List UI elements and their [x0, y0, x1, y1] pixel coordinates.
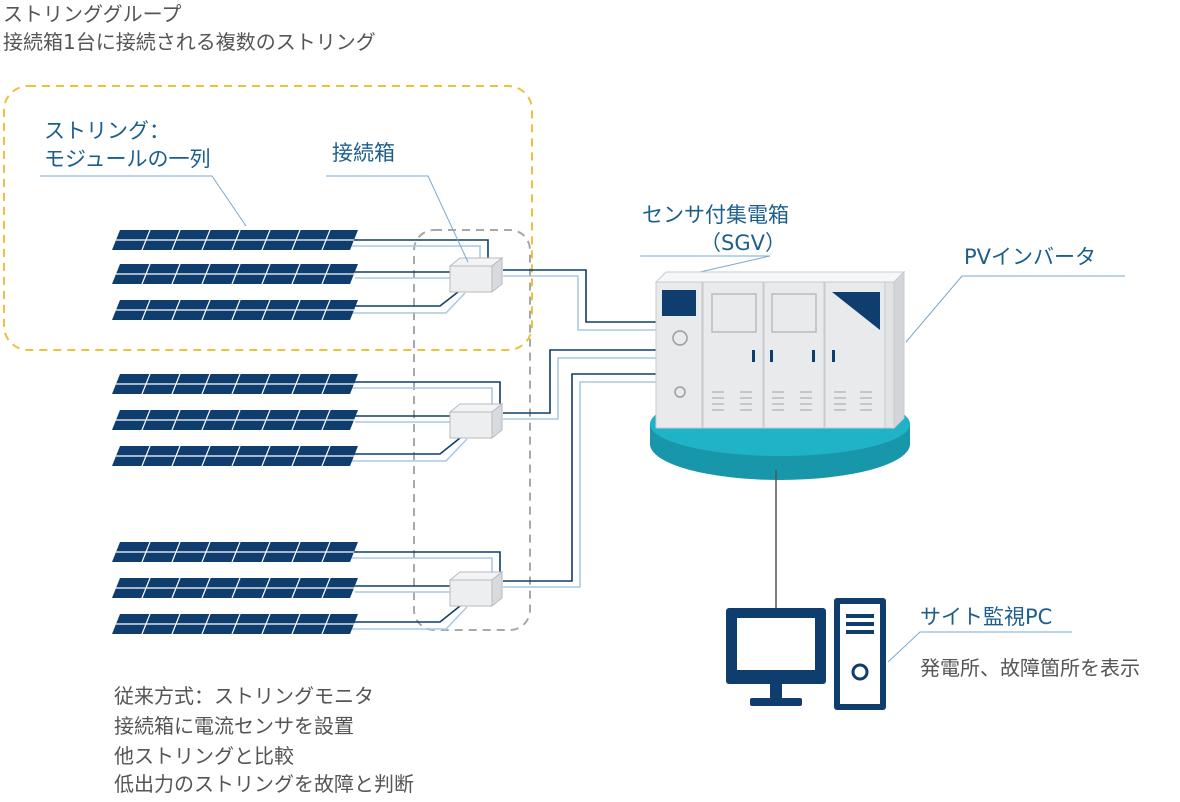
- site-monitor-description: 発電所、故障箇所を表示: [920, 656, 1140, 680]
- pc-tower-icon: [834, 598, 886, 710]
- solar-panel-string-group-3: [111, 541, 359, 635]
- sgv-label-line2: （SGV）: [700, 231, 786, 255]
- inverter-cabinet-3: [824, 281, 886, 429]
- solar-panel-string-group-1: [111, 229, 359, 321]
- junction-box-2: [449, 403, 503, 439]
- inverter-display: [832, 292, 880, 330]
- wire: [350, 437, 461, 455]
- sgv-label-line1: センサ付集電箱: [642, 203, 789, 227]
- wire: [350, 605, 461, 623]
- solar-panel-string: [111, 263, 359, 285]
- junction-box-3: [449, 571, 503, 607]
- solar-panel-string: [111, 541, 359, 563]
- solar-panel-string: [111, 229, 359, 251]
- wire: [350, 292, 466, 314]
- inverter-cabinet-1: [702, 281, 764, 429]
- junction-box-column-outline: [413, 229, 531, 631]
- trunk-wire: [503, 275, 656, 331]
- junction-box-label: 接続箱: [332, 141, 395, 165]
- site-monitor-pc: [726, 598, 886, 710]
- sgv-cabinet: [655, 281, 703, 429]
- leader-junction-box: [326, 175, 469, 263]
- site-monitor-label: サイト監視PC: [920, 605, 1053, 629]
- sgv-gauge: [672, 330, 688, 346]
- string-label-line2: モジュールの一列: [44, 147, 211, 171]
- leader-site-pc: [887, 631, 1072, 663]
- solar-panel-string: [111, 299, 359, 321]
- note-line: 従来方式：ストリングモニタ: [114, 684, 374, 708]
- wire: [350, 245, 481, 262]
- cabinet-assembly: [654, 270, 906, 430]
- diagram-subtitle: 接続箱1台に接続される複数のストリング: [3, 30, 376, 54]
- pv-inverter-label: PVインバータ: [964, 245, 1097, 269]
- note-line: 他ストリングと比較: [114, 744, 294, 768]
- wire: [350, 381, 501, 408]
- trunk-wire: [503, 357, 656, 420]
- string-group-outline: [3, 85, 533, 351]
- diagram-title: ストリンググループ: [3, 2, 182, 26]
- trunk-wire: [503, 373, 656, 582]
- string-label-line1: ストリング：: [44, 119, 170, 143]
- wire: [350, 438, 468, 462]
- solar-panel-string: [111, 613, 359, 635]
- leader-sgv: [640, 255, 771, 273]
- solar-panel-string-group-2: [111, 373, 359, 467]
- wire: [350, 551, 501, 578]
- trunk-wire: [503, 381, 656, 588]
- solar-panel-string: [111, 445, 359, 467]
- solar-panel-string: [111, 577, 359, 599]
- leader-string: [40, 175, 247, 227]
- sgv-display: [662, 290, 696, 316]
- wire: [350, 557, 493, 578]
- trunk-wires: [503, 269, 656, 588]
- note-line: 低出力のストリングを故障と判断: [114, 772, 414, 796]
- sgv-button: [674, 386, 686, 398]
- solar-panel-string: [111, 409, 359, 431]
- wire: [350, 239, 489, 262]
- solar-panel-string: [111, 373, 359, 395]
- junction-box-1: [449, 257, 503, 293]
- wire: [350, 387, 493, 408]
- leader-inverter: [905, 275, 1125, 343]
- trunk-wire: [503, 269, 656, 323]
- trunk-wire: [503, 349, 656, 414]
- monitor-icon: [726, 608, 826, 706]
- wire: [350, 606, 468, 630]
- inverter-cabinet-2: [763, 281, 825, 429]
- wire: [350, 291, 459, 307]
- note-line: 接続箱に電流センサを設置: [114, 714, 354, 738]
- string-wires: [350, 239, 501, 630]
- leader-lines: [40, 175, 1125, 663]
